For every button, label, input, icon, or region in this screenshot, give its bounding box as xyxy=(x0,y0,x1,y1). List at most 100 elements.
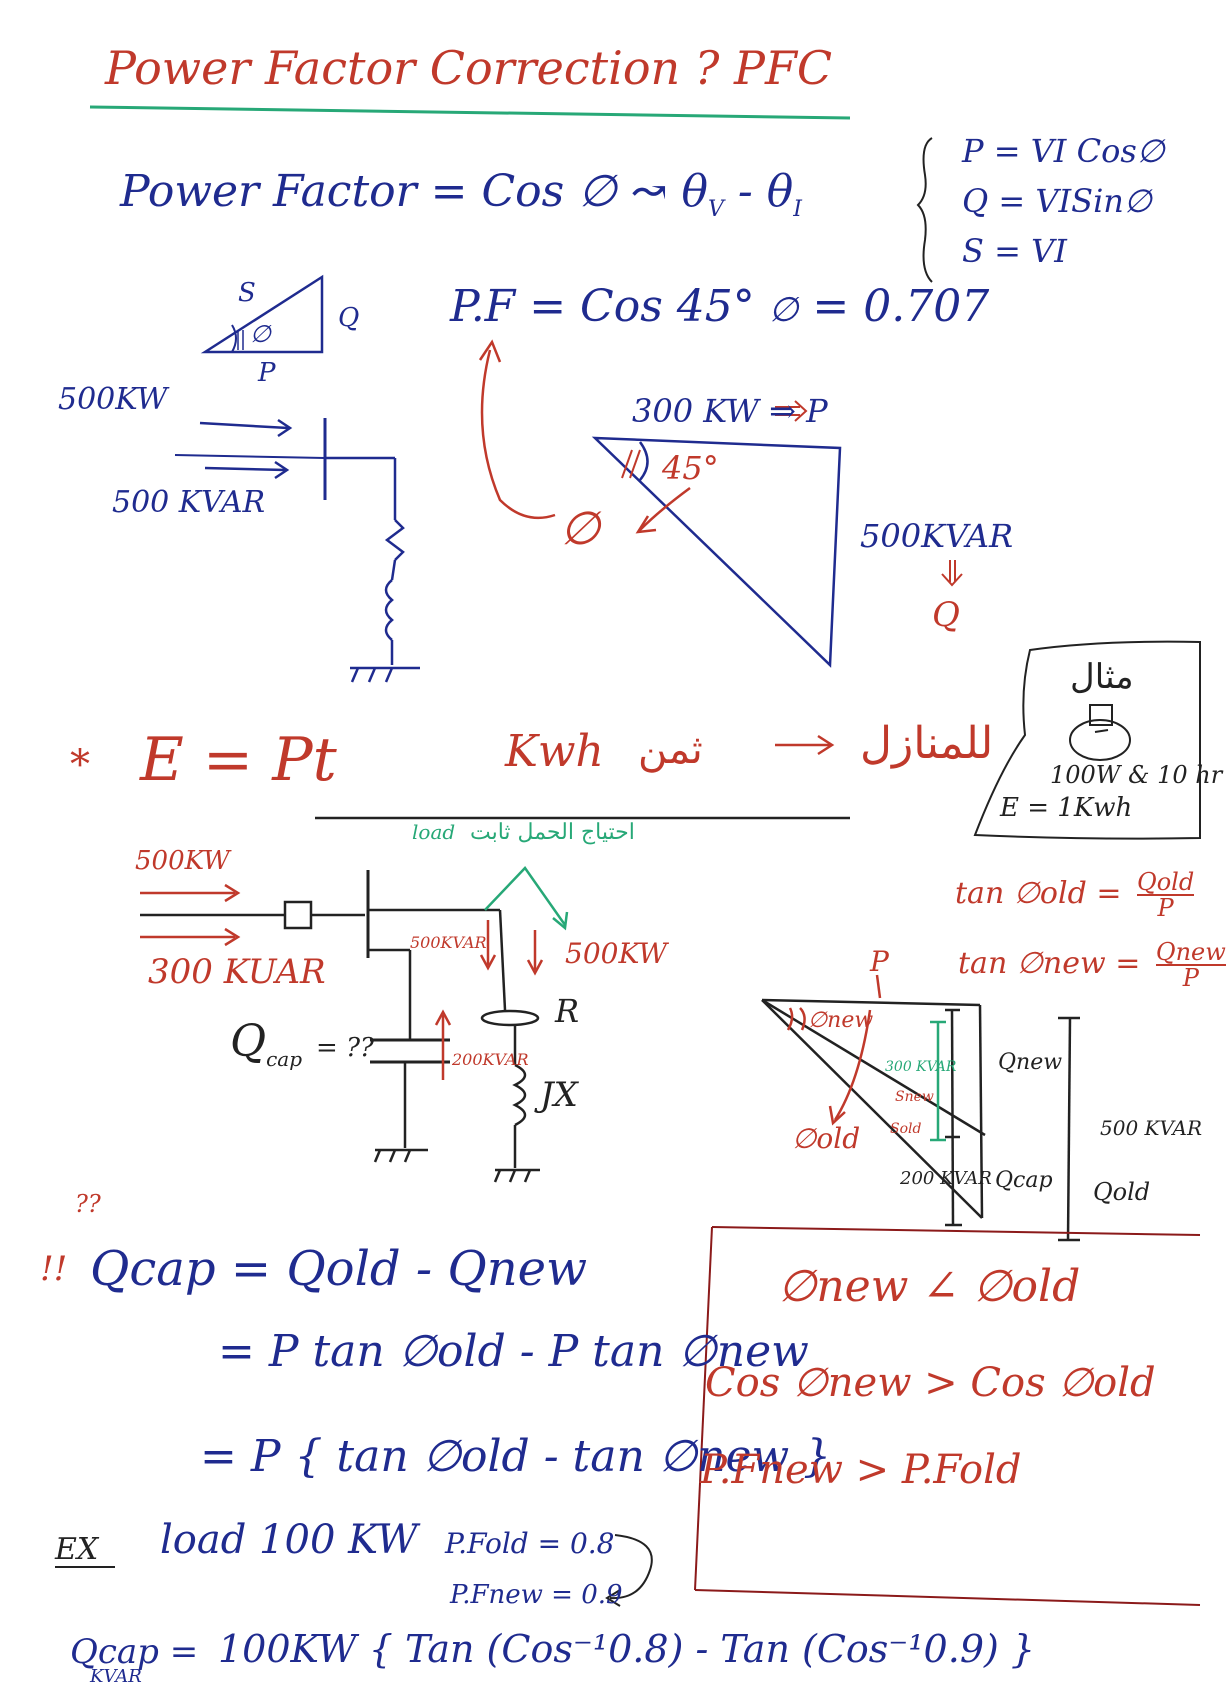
energy-star: * xyxy=(70,742,90,788)
circuit2-r: R xyxy=(555,992,580,1030)
tan-old-den: P xyxy=(1157,894,1174,922)
circuit2-load-word: load xyxy=(412,820,456,844)
example-box-line1: 100W & 10 hr xyxy=(1050,761,1223,789)
ex-pf-old: P.Fold = 0.8 xyxy=(445,1527,615,1560)
tri2-q-new: Qnew xyxy=(998,1050,1063,1075)
circuit2-jx: JX xyxy=(540,1075,578,1115)
ex-load: load 100 KW xyxy=(160,1517,418,1563)
tan-old: tan ∅old = Qold P xyxy=(955,868,1195,922)
tri2-q300: 300 KVAR xyxy=(885,1059,957,1075)
circuit-2-arrows xyxy=(140,883,544,1080)
small-tri-angle: ∅ xyxy=(250,320,271,348)
energy-arrow xyxy=(775,734,835,756)
minus: - xyxy=(737,166,753,217)
pf-example: P.F = Cos 45° ∅ = 0.707 xyxy=(450,285,989,329)
comparison-line1: ∅new ∠ ∅old xyxy=(778,1261,1081,1312)
theta-v: θ xyxy=(681,166,708,217)
sub-i: I xyxy=(793,196,802,222)
tri2-p: P xyxy=(870,945,889,978)
tan-new-lhs: tan ∅new = xyxy=(958,946,1141,981)
comparison-line3: P.Fnew > P.Fold xyxy=(700,1447,1022,1493)
circuit-2 xyxy=(140,870,540,1183)
correction-triangle xyxy=(761,974,1080,1242)
pf-definition: Power Factor = Cos ∅ ↝ θV - θI xyxy=(120,170,802,221)
tri2-s-new: Snew xyxy=(895,1089,934,1105)
pf-to-phi-arrow xyxy=(478,339,556,520)
big-tri-angle: 45° xyxy=(662,449,719,487)
arrow-icon: ↝ xyxy=(630,166,668,217)
derivation-line3: = P { tan ∅old - tan ∅new } xyxy=(200,1431,832,1482)
example-box xyxy=(973,640,1201,840)
bulb-icon xyxy=(1069,704,1131,761)
drawing-layer xyxy=(55,105,1201,1607)
q-cap-sub: cap xyxy=(266,1046,303,1071)
energy-formula: E = Pt xyxy=(140,725,337,795)
circuit2-q: 300 KUAR xyxy=(148,952,326,992)
ex-pf-new: P.Fnew = 0.9 xyxy=(450,1580,623,1610)
energy-unit: Kwh xyxy=(505,726,604,777)
circuit2-cap-q: 200KVAR xyxy=(452,1050,529,1069)
sub-v: V xyxy=(707,196,724,222)
title-underline xyxy=(89,105,851,120)
pf-example-lhs: P.F = Cos 45° xyxy=(450,281,755,332)
theta-i: θ xyxy=(766,166,794,217)
formula-s: S = VI xyxy=(962,232,1067,270)
circuit2-q-load: 500KVAR xyxy=(410,933,487,952)
tan-new-den: P xyxy=(1182,964,1199,992)
phi-arrow xyxy=(635,486,691,534)
big-tri-phi: ∅ xyxy=(560,501,601,555)
tri2-phi-new: ∅new xyxy=(808,1008,874,1033)
circuit2-p: 500KW xyxy=(135,846,230,876)
tri2-s-old: Sold xyxy=(890,1121,922,1137)
final-lhs: Qcap = xyxy=(70,1632,199,1672)
tan-old-lhs: tan ∅old = xyxy=(955,876,1122,911)
page-title: Power Factor Correction ? PFC xyxy=(105,41,833,95)
derivation-marks: ?? xyxy=(75,1190,101,1218)
circuit2-green-label: احتياج الحمل ثابت xyxy=(470,820,635,845)
comparison-line2: Cos ∅new > Cos ∅old xyxy=(705,1360,1156,1406)
derivation-line1: Qcap = Qold - Qnew xyxy=(90,1241,588,1297)
tan-new: tan ∅new = Qnew P xyxy=(958,940,1226,990)
big-tri-right: 500KVAR xyxy=(860,517,1014,555)
big-tri-q: Q xyxy=(932,595,960,635)
formula-p: P = VI Cos∅ xyxy=(962,132,1165,170)
pf-example-result: = 0.707 xyxy=(812,281,990,332)
small-tri-p: P xyxy=(258,358,276,388)
tri2-q500: 500 KVAR xyxy=(1100,1116,1203,1140)
tan-new-num: Qnew xyxy=(1155,938,1226,966)
final-rhs: 100KW { Tan (Cos⁻¹0.8) - Tan (Cos⁻¹0.9) … xyxy=(218,1627,1036,1671)
tri2-q-cap: Qcap xyxy=(995,1168,1053,1193)
example-box-title: مثال xyxy=(1070,657,1134,697)
big-tri-top: 300 KW ⇒ P xyxy=(632,392,828,430)
comparison-box xyxy=(694,1226,1201,1606)
q-cap-q: Q xyxy=(230,1016,267,1067)
final-sub: KVAR xyxy=(90,1666,142,1687)
example-box-line2: E = 1Kwh xyxy=(1000,793,1133,823)
tan-old-num: Qold xyxy=(1137,868,1195,896)
q-cap-unknown: Qcap = ?? xyxy=(230,1020,374,1069)
pf-example-phi: ∅ xyxy=(768,290,799,330)
tri2-q200: 200 KVAR xyxy=(900,1168,992,1189)
derivation-bang: !! xyxy=(40,1249,68,1289)
formula-brace xyxy=(916,137,933,283)
derivation-line2: = P tan ∅old - P tan ∅new xyxy=(218,1326,809,1377)
p-arrow xyxy=(775,400,808,422)
circuit-1 xyxy=(174,418,420,683)
circuit2-p-load: 500KW xyxy=(565,937,668,970)
formula-q: Q = VISin∅ xyxy=(962,182,1152,220)
pf-loop-arrow xyxy=(609,1534,653,1600)
small-power-triangle xyxy=(200,274,324,354)
circuit1-p: 500KW xyxy=(58,382,168,417)
ex-label: EX xyxy=(55,1532,99,1567)
energy-arabic-right: للمنازل xyxy=(860,718,994,769)
q-cap-val: = ?? xyxy=(316,1033,374,1063)
tri2-q-old: Qold xyxy=(1093,1178,1151,1206)
small-tri-q: Q xyxy=(338,303,360,333)
big-power-triangle xyxy=(591,436,842,668)
kvar-down-arrow xyxy=(941,560,963,587)
circuit1-q: 500 KVAR xyxy=(112,485,266,520)
energy-arabic-mid: ثمن xyxy=(638,727,703,773)
phi-symbol: ∅ xyxy=(578,166,617,217)
pf-left: Power Factor = Cos xyxy=(120,166,565,217)
tri2-phi-old: ∅old xyxy=(792,1122,861,1155)
